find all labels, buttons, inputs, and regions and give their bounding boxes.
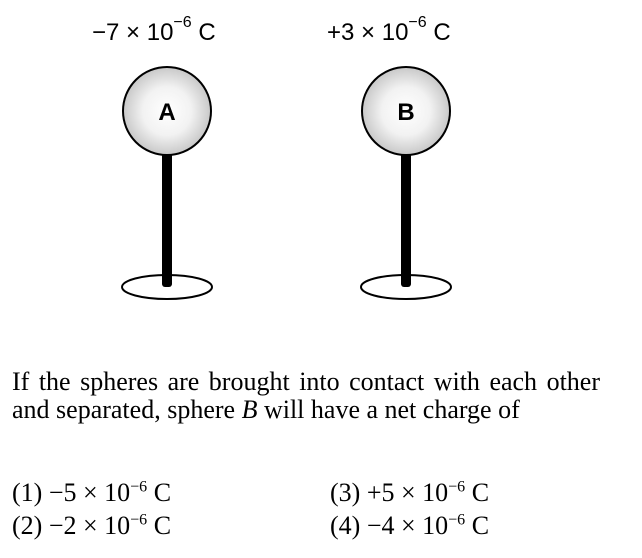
- charge-a-base: −7 × 10: [92, 19, 174, 46]
- charge-b-unit: C: [426, 19, 451, 46]
- sphere-a: A: [121, 66, 213, 300]
- sphere-b-letter: B: [397, 99, 414, 126]
- ball-b: [361, 66, 451, 156]
- option-base: −2 × 10: [48, 511, 131, 540]
- ball-a: [122, 66, 212, 156]
- option-3[interactable]: (3) +5 × 10−6 C: [330, 478, 489, 508]
- charge-label-b: +3 × 10−6 C: [327, 14, 451, 47]
- question-text: If the spheres are brought into contact …: [12, 368, 600, 424]
- option-base: +5 × 10: [366, 478, 449, 507]
- charge-b-base: +3 × 10: [327, 19, 409, 46]
- option-exp: −6: [448, 478, 466, 496]
- charge-a-unit: C: [191, 19, 216, 46]
- option-base: −5 × 10: [48, 478, 131, 507]
- option-exp: −6: [130, 511, 148, 529]
- option-num: (2): [12, 511, 43, 540]
- option-exp: −6: [130, 478, 148, 496]
- option-base: −4 × 10: [366, 511, 449, 540]
- option-unit: C: [147, 511, 172, 540]
- option-1[interactable]: (1) −5 × 10−6 C: [12, 478, 171, 508]
- option-num: (4): [330, 511, 361, 540]
- option-num: (3): [330, 478, 361, 507]
- charge-label-a: −7 × 10−6 C: [92, 14, 216, 47]
- spheres-diagram: A B: [121, 66, 452, 300]
- rod-a: [162, 150, 172, 287]
- question-part1: If the spheres are brought into contact …: [12, 367, 600, 424]
- option-2[interactable]: (2) −2 × 10−6 C: [12, 511, 171, 541]
- charge-a-exp: −6: [173, 14, 192, 31]
- option-num: (1): [12, 478, 43, 507]
- charge-b-exp: −6: [408, 14, 427, 31]
- sphere-b: B: [360, 66, 452, 300]
- option-unit: C: [465, 478, 490, 507]
- question-part2: will have a net charge of: [257, 395, 520, 424]
- option-exp: −6: [448, 511, 466, 529]
- rod-b: [401, 150, 411, 287]
- sphere-a-letter: A: [158, 99, 175, 126]
- option-unit: C: [147, 478, 172, 507]
- option-4[interactable]: (4) −4 × 10−6 C: [330, 511, 489, 541]
- question-sphere: B: [241, 395, 258, 424]
- option-unit: C: [465, 511, 490, 540]
